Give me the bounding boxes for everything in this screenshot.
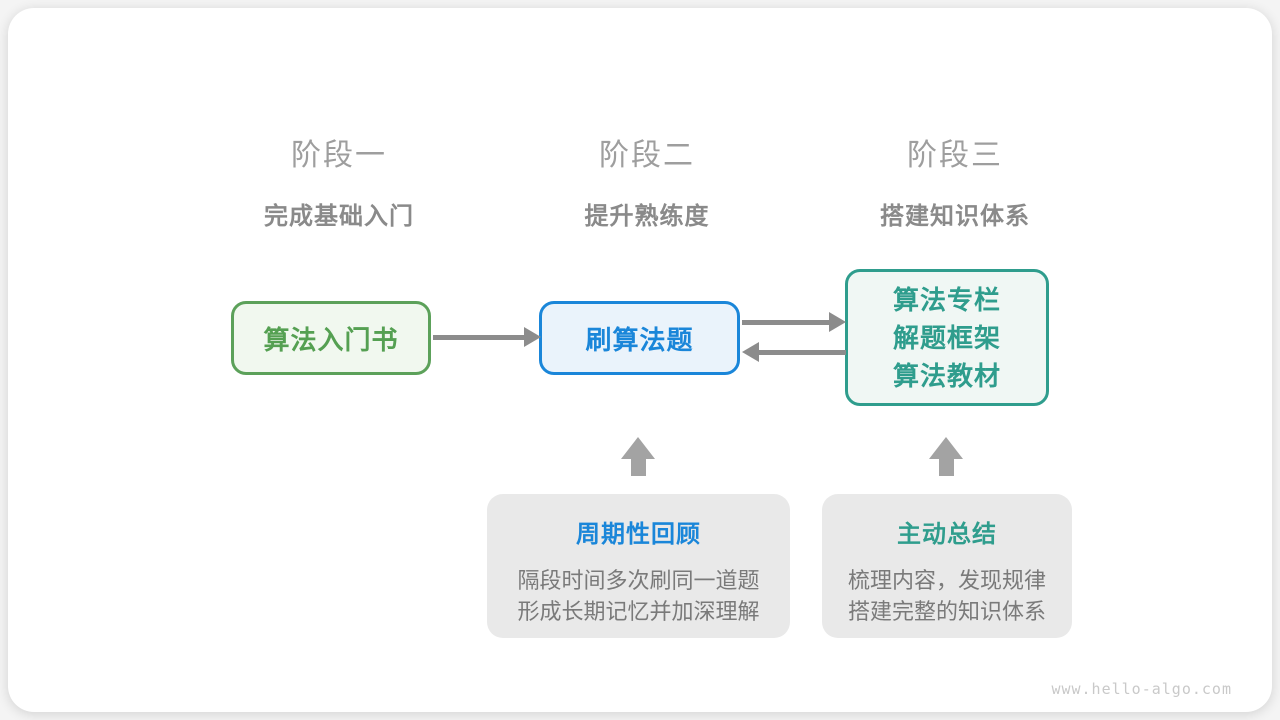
tip-active-summary-title: 主动总结 [897, 521, 997, 548]
stage-1-label: 阶段一 [291, 139, 387, 172]
stage-2-header: 阶段二 提升熟练度 [497, 130, 797, 231]
node-resources-line-1: 算法专栏 [892, 284, 1001, 315]
tip-periodic-review-body: 隔段时间多次刷同一道题 形成长期记忆并加深理解 [487, 565, 790, 627]
stage-1-subtitle: 完成基础入门 [264, 203, 414, 230]
stage-2-subtitle: 提升熟练度 [584, 203, 710, 230]
tip-periodic-review-title: 周期性回顾 [576, 521, 701, 548]
stage-3-header: 阶段三 搭建知识体系 [805, 130, 1105, 231]
stage-3-label: 阶段三 [907, 139, 1003, 172]
arrow-intro-to-practice [433, 327, 541, 348]
node-practice: 刷算法题 [539, 301, 740, 375]
node-intro-book-label: 算法入门书 [263, 324, 399, 355]
tip-periodic-review: 周期性回顾 隔段时间多次刷同一道题 形成长期记忆并加深理解 [487, 494, 790, 638]
tip-periodic-review-line-1: 隔段时间多次刷同一道题 [517, 568, 760, 593]
stage-1-header: 阶段一 完成基础入门 [189, 130, 489, 231]
node-intro-book: 算法入门书 [231, 301, 431, 375]
stage-3-subtitle: 搭建知识体系 [880, 203, 1030, 230]
tip-active-summary: 主动总结 梳理内容，发现规律 搭建完整的知识体系 [822, 494, 1072, 638]
node-practice-label: 刷算法题 [585, 324, 694, 355]
node-resources-line-3: 算法教材 [892, 360, 1001, 391]
tip-active-summary-line-1: 梳理内容，发现规律 [847, 568, 1046, 593]
up-arrow-summarize-icon [929, 437, 963, 477]
node-resources-line-2: 解题框架 [892, 322, 1001, 353]
diagram-card: 阶段一 完成基础入门 阶段二 提升熟练度 阶段三 搭建知识体系 算法入门书 刷算… [8, 8, 1272, 712]
stage-2-label: 阶段二 [599, 139, 695, 172]
up-arrow-review-icon [621, 437, 655, 477]
node-resources: 算法专栏 解题框架 算法教材 [845, 269, 1049, 406]
arrow-resources-to-practice [742, 342, 846, 363]
tip-active-summary-body: 梳理内容，发现规律 搭建完整的知识体系 [822, 565, 1072, 627]
watermark: www.hello-algo.com [1051, 680, 1232, 698]
arrow-practice-to-resources [742, 312, 846, 333]
tip-active-summary-line-2: 搭建完整的知识体系 [847, 599, 1046, 624]
tip-periodic-review-line-2: 形成长期记忆并加深理解 [517, 599, 760, 624]
